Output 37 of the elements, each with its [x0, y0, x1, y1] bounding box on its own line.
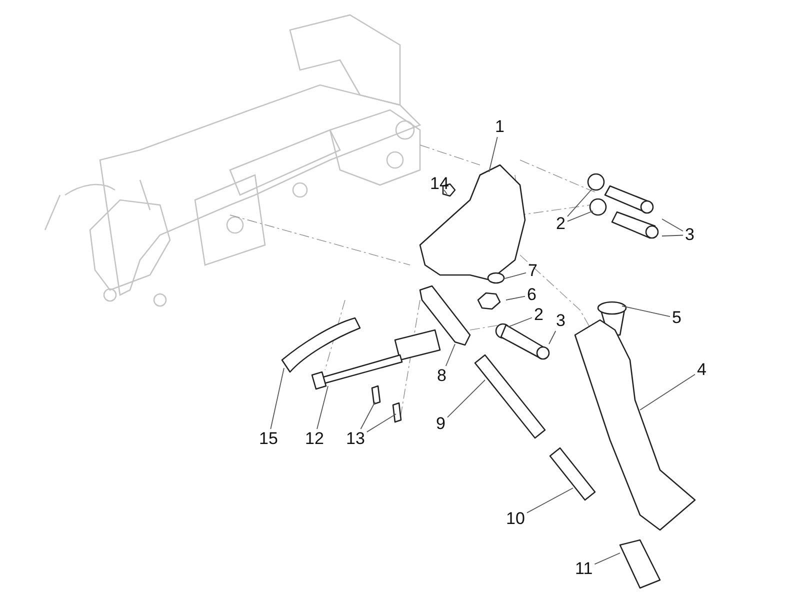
- leader-line: [316, 386, 328, 430]
- leader-line: [508, 317, 532, 328]
- leader-line: [662, 234, 684, 236]
- leader-line: [640, 374, 696, 410]
- callout-number: 5: [672, 309, 682, 327]
- callout-number: 9: [436, 415, 446, 433]
- callout-number: 3: [556, 312, 566, 330]
- leader-line: [622, 306, 670, 317]
- leader-line: [270, 368, 284, 430]
- callout-number: 3: [685, 226, 694, 244]
- leader-line: [548, 330, 556, 344]
- callout-number: 14: [430, 175, 449, 193]
- leader-line: [594, 552, 620, 565]
- callout-number: 13: [346, 430, 365, 448]
- callout-number: 4: [697, 361, 706, 379]
- callout-number: 1: [495, 118, 504, 136]
- callout-number: 12: [305, 430, 324, 448]
- leader-line: [366, 414, 396, 432]
- leader-line: [567, 188, 592, 217]
- leader-line: [502, 272, 526, 280]
- callout-number: 11: [575, 560, 593, 578]
- leader-line: [506, 296, 526, 300]
- callout-number: 2: [556, 215, 566, 233]
- leader-line: [662, 218, 684, 232]
- leader-line: [445, 344, 456, 366]
- callout-number: 10: [506, 510, 525, 528]
- leader-line: [444, 190, 448, 194]
- leader-line: [488, 136, 498, 172]
- callout-number: 2: [534, 306, 544, 324]
- leader-line: [447, 380, 486, 418]
- callout-number: 8: [437, 367, 446, 385]
- leader-line: [360, 402, 376, 430]
- callout-number: 15: [259, 430, 278, 448]
- callout-number: 7: [528, 262, 538, 280]
- leader-line: [526, 488, 574, 514]
- callout-number: 6: [527, 286, 536, 304]
- leader-line: [567, 210, 594, 222]
